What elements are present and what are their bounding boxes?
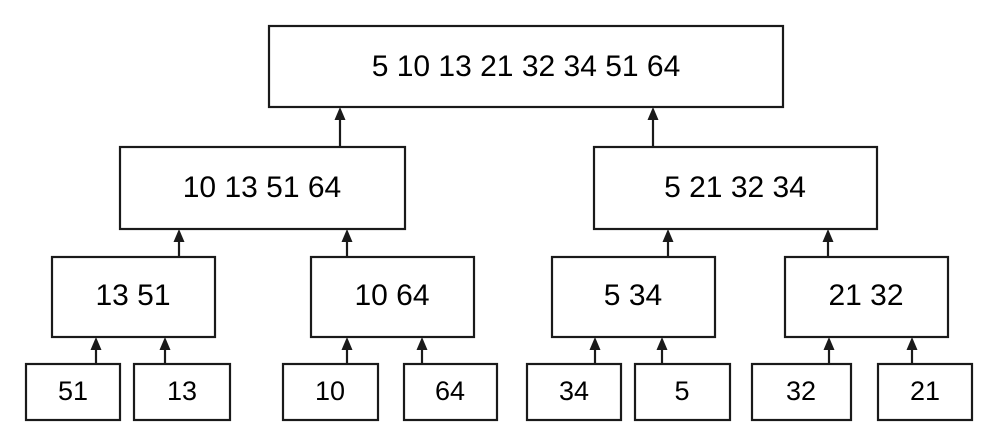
- node-label-leaf-7: 32: [786, 376, 816, 406]
- edge-leaf-6-to-l3-3: [656, 337, 668, 364]
- node-box-leaf-6: [633, 362, 732, 422]
- edge-leaf-7-to-l3-4: [823, 337, 835, 364]
- arrowhead-icon: [647, 107, 659, 120]
- node-leaf-7: 32: [750, 362, 853, 422]
- arrowhead-icon: [906, 337, 918, 350]
- edge-leaf-1-to-l3-1: [90, 337, 102, 364]
- node-label-l3-2: 10 64: [354, 279, 429, 312]
- edge-l3-1-to-l2-left: [173, 229, 185, 257]
- node-label-l3-1: 13 51: [95, 279, 170, 312]
- arrowhead-icon: [656, 337, 668, 350]
- node-box-leaf-3: [281, 362, 380, 422]
- node-label-l2-right: 5 21 32 34: [664, 171, 806, 204]
- arrowhead-icon: [159, 337, 171, 350]
- edge-l2-right-to-root: [647, 107, 659, 147]
- edge-leaf-4-to-l3-2: [416, 337, 428, 364]
- arrowhead-icon: [341, 229, 353, 242]
- node-l2-right: 5 21 32 34: [592, 145, 879, 231]
- node-box-leaf-4: [402, 362, 499, 422]
- node-box-leaf-8: [876, 362, 974, 422]
- node-label-l3-3: 5 34: [604, 279, 662, 312]
- node-label-root: 5 10 13 21 32 34 51 64: [372, 50, 681, 83]
- node-box-l3-4: [783, 255, 950, 339]
- node-label-leaf-2: 13: [167, 376, 197, 406]
- node-label-l2-left: 10 13 51 64: [183, 171, 341, 204]
- arrowhead-icon: [589, 337, 601, 350]
- edge-leaf-5-to-l3-3: [589, 337, 601, 364]
- node-l3-4: 21 32: [783, 255, 950, 339]
- edge-leaf-3-to-l3-2: [341, 337, 353, 364]
- node-box-root: [267, 24, 785, 109]
- edge-l3-4-to-l2-right: [822, 229, 834, 257]
- arrowhead-icon: [416, 337, 428, 350]
- node-box-l2-left: [118, 145, 407, 231]
- node-label-l3-4: 21 32: [828, 279, 903, 312]
- arrowhead-icon: [662, 229, 674, 242]
- node-leaf-6: 5: [633, 362, 732, 422]
- arrowhead-icon: [822, 229, 834, 242]
- node-label-leaf-6: 5: [674, 376, 689, 406]
- node-box-leaf-5: [525, 362, 623, 422]
- node-box-leaf-2: [132, 362, 232, 422]
- edge-leaf-8-to-l3-4: [906, 337, 918, 364]
- node-label-leaf-4: 64: [435, 376, 465, 406]
- node-leaf-8: 21: [876, 362, 974, 422]
- node-l3-2: 10 64: [309, 255, 476, 339]
- node-leaf-1: 51: [24, 362, 122, 422]
- node-box-l3-3: [550, 255, 717, 339]
- node-box-l3-1: [50, 255, 217, 339]
- arrowhead-icon: [341, 337, 353, 350]
- node-leaf-2: 13: [132, 362, 232, 422]
- node-label-leaf-5: 34: [559, 376, 589, 406]
- node-label-leaf-8: 21: [910, 376, 940, 406]
- edge-l3-2-to-l2-left: [341, 229, 353, 257]
- node-leaf-4: 64: [402, 362, 499, 422]
- node-l2-left: 10 13 51 64: [118, 145, 407, 231]
- arrowhead-icon: [173, 229, 185, 242]
- arrowhead-icon: [334, 107, 346, 120]
- node-l3-3: 5 34: [550, 255, 717, 339]
- node-root: 5 10 13 21 32 34 51 64: [267, 24, 785, 109]
- edge-leaf-2-to-l3-1: [159, 337, 171, 364]
- node-box-l2-right: [592, 145, 879, 231]
- node-label-leaf-1: 51: [58, 376, 88, 406]
- edge-l3-3-to-l2-right: [662, 229, 674, 257]
- edge-layer: [90, 107, 918, 364]
- node-box-leaf-7: [750, 362, 853, 422]
- edge-l2-left-to-root: [334, 107, 346, 147]
- node-box-l3-2: [309, 255, 476, 339]
- arrowhead-icon: [90, 337, 102, 350]
- node-box-leaf-1: [24, 362, 122, 422]
- node-leaf-3: 10: [281, 362, 380, 422]
- node-leaf-5: 34: [525, 362, 623, 422]
- arrowhead-icon: [823, 337, 835, 350]
- node-label-leaf-3: 10: [315, 376, 345, 406]
- node-l3-1: 13 51: [50, 255, 217, 339]
